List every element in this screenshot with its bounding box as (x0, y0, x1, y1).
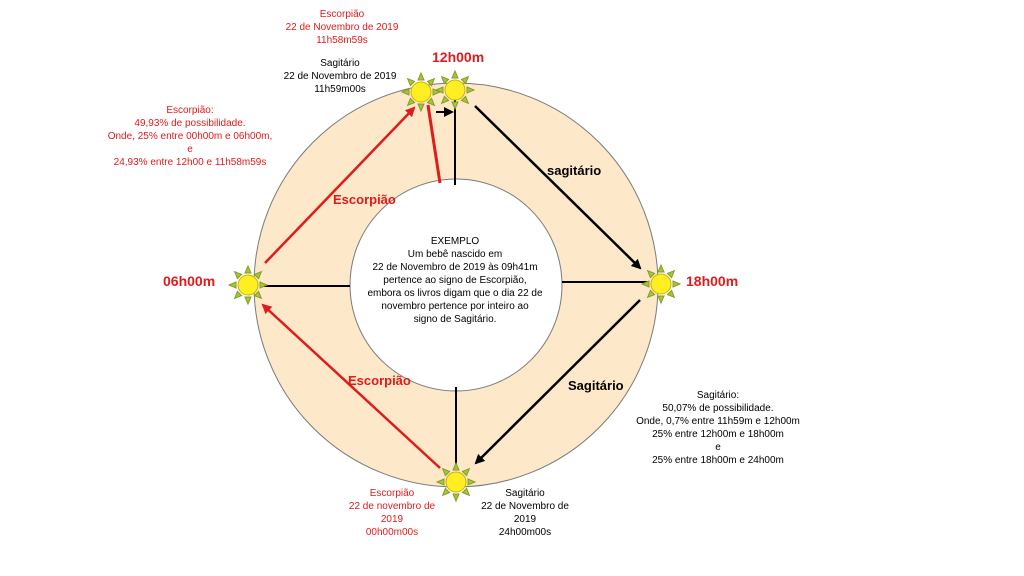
note-top-sagitario: Sagitário 22 de Novembro de 2019 11h59m0… (283, 58, 397, 95)
sun-icon-noon-right (435, 70, 475, 110)
sun-icon-6pm (641, 264, 681, 304)
sun-icon-6am (228, 265, 268, 305)
note-top-escorpiao: Escorpião 22 de Novembro de 2019 11h58m5… (285, 9, 399, 46)
time-6pm: 18h00m (686, 273, 739, 289)
arrow-sagitario-upper (474, 105, 642, 270)
arrow-sagitario-lower (474, 299, 641, 465)
arrow-escorpiao-upper (264, 106, 416, 264)
note-bottom-escorpiao: Escorpião 22 de novembro de 2019 00h00m0… (348, 488, 436, 538)
note-left-escorpiao: Escorpião: 49,93% de possibilidade. Onde… (107, 105, 273, 168)
time-6am: 06h00m (163, 273, 216, 289)
red-spoke-near-noon (426, 104, 442, 184)
label-sagitario-lower: Sagitário (568, 378, 624, 393)
label-escorpiao-lower: Escorpião (348, 373, 411, 388)
note-right-sagitario: Sagitário: 50,07% de possibilidade. Onde… (636, 390, 800, 466)
time-noon: 12h00m (432, 49, 485, 65)
arrow-escorpiao-lower (261, 303, 441, 469)
center-example-text: EXEMPLO Um bebê nascido em 22 de Novembr… (367, 236, 543, 325)
label-sagitario-upper: sagitário (547, 163, 602, 178)
label-escorpiao-upper: Escorpião (333, 192, 396, 207)
note-bottom-sagitario: Sagitário 22 de Novembro de 2019 24h00m0… (481, 488, 569, 538)
